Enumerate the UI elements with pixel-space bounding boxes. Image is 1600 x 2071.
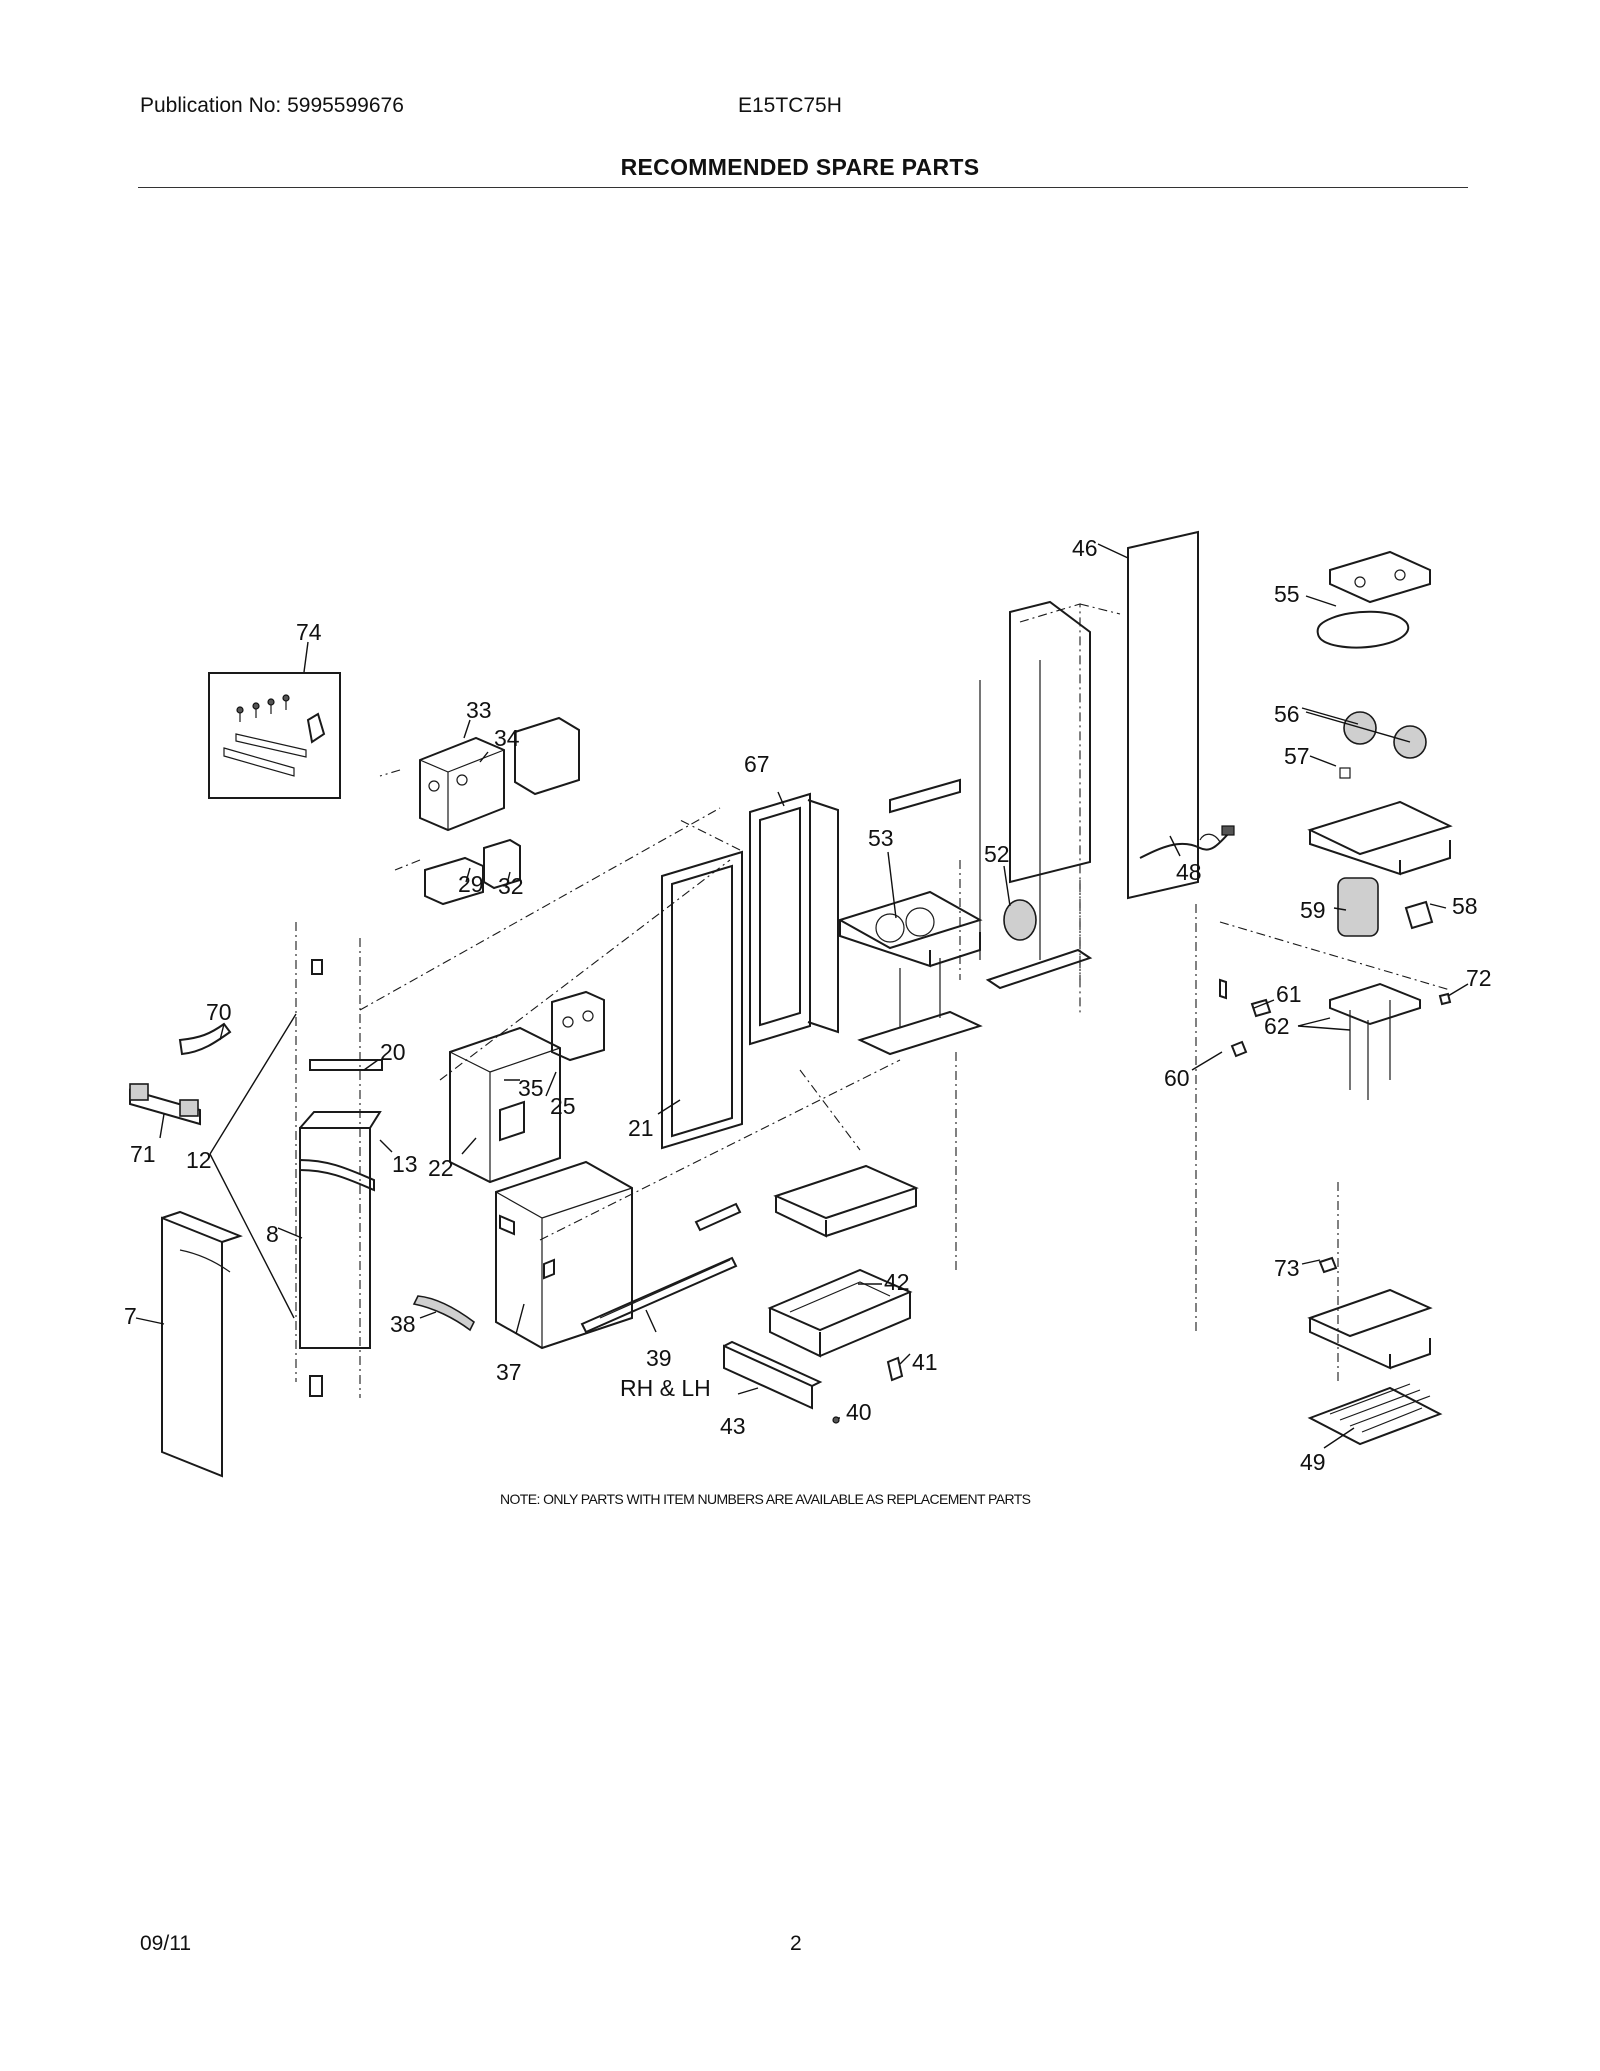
callout-12: 12 bbox=[186, 1147, 212, 1173]
callout-numbers: 74 33 34 29 32 67 53 52 48 46 55 56 57 5… bbox=[124, 535, 1492, 1475]
callout-70: 70 bbox=[206, 999, 232, 1025]
base-frame bbox=[773, 1052, 957, 1272]
callout-29: 29 bbox=[458, 871, 484, 897]
callout-21: 21 bbox=[628, 1115, 654, 1141]
callout-7: 7 bbox=[124, 1303, 137, 1329]
callout-40: 40 bbox=[846, 1399, 872, 1425]
part-71-handle bbox=[129, 1083, 201, 1126]
part-52-motor bbox=[985, 899, 1093, 990]
callout-20: 20 bbox=[380, 1039, 406, 1065]
callout-39-sides: RH & LH bbox=[620, 1375, 711, 1401]
callout-56: 56 bbox=[1274, 701, 1300, 727]
callout-48: 48 bbox=[1176, 859, 1202, 885]
callout-49: 49 bbox=[1300, 1449, 1326, 1475]
part-25-control-board bbox=[551, 990, 605, 1062]
callout-57: 57 bbox=[1284, 743, 1310, 769]
callout-37: 37 bbox=[496, 1359, 522, 1385]
callout-38: 38 bbox=[390, 1311, 416, 1337]
callout-71: 71 bbox=[130, 1141, 156, 1167]
callout-61: 61 bbox=[1276, 981, 1302, 1007]
part-8-door-panel bbox=[299, 1111, 382, 1349]
control-module-cluster bbox=[379, 716, 580, 906]
part-43-drawer-front bbox=[723, 1340, 823, 1410]
part-39-drawer-slides bbox=[580, 1202, 742, 1334]
drip-tray bbox=[1307, 1288, 1433, 1370]
right-top-assembly bbox=[1307, 550, 1453, 937]
part-49-grille bbox=[1307, 1383, 1443, 1446]
callout-13: 13 bbox=[392, 1151, 418, 1177]
callout-73: 73 bbox=[1274, 1255, 1300, 1281]
publication-date: 09/11 bbox=[140, 1932, 191, 1955]
callout-74: 74 bbox=[296, 619, 322, 645]
cabinet-frame bbox=[889, 530, 1199, 1014]
callout-46: 46 bbox=[1072, 535, 1098, 561]
part-22-control-housing bbox=[449, 1026, 561, 1184]
part-74-hardware-kit bbox=[208, 672, 341, 799]
door-hinge-rails bbox=[295, 922, 383, 1398]
part-41-clip bbox=[886, 1356, 904, 1382]
callout-39: 39 bbox=[646, 1345, 672, 1371]
model-number: E15TC75H bbox=[738, 94, 842, 117]
callout-60: 60 bbox=[1164, 1065, 1190, 1091]
part-21-gasket bbox=[661, 819, 743, 1150]
callout-33: 33 bbox=[466, 697, 492, 723]
callout-53: 53 bbox=[868, 825, 894, 851]
page-number: 2 bbox=[790, 1932, 802, 1955]
callout-67: 67 bbox=[744, 751, 770, 777]
callout-8: 8 bbox=[266, 1221, 279, 1247]
part-53-fan-assembly bbox=[837, 890, 983, 1056]
callout-32: 32 bbox=[498, 873, 524, 899]
part-7-outer-door bbox=[161, 1210, 243, 1478]
callout-22: 22 bbox=[428, 1155, 454, 1181]
leader-lines bbox=[135, 543, 1469, 1449]
callout-59: 59 bbox=[1300, 897, 1326, 923]
part-37-bin bbox=[495, 1160, 633, 1350]
assembly-guides bbox=[359, 807, 1451, 1382]
part-67-door-liner bbox=[749, 792, 839, 1046]
callout-35: 35 bbox=[518, 1075, 544, 1101]
publication-number: Publication No: 5995599676 bbox=[140, 94, 404, 117]
page-title: RECOMMENDED SPARE PARTS bbox=[620, 154, 980, 180]
callout-72: 72 bbox=[1466, 965, 1492, 991]
callout-58: 58 bbox=[1452, 893, 1478, 919]
right-mid-brackets bbox=[1219, 978, 1452, 1100]
header-rule bbox=[138, 187, 1468, 188]
callout-25: 25 bbox=[550, 1093, 576, 1119]
part-48-power-cord bbox=[1139, 825, 1235, 859]
part-38-bin-handle bbox=[412, 1295, 476, 1332]
part-42-drawer bbox=[767, 1268, 913, 1358]
callout-55: 55 bbox=[1274, 581, 1300, 607]
part-73-bracket bbox=[1318, 1256, 1338, 1274]
callout-34: 34 bbox=[494, 725, 520, 751]
part-40-screw bbox=[832, 1416, 840, 1424]
callout-41: 41 bbox=[912, 1349, 938, 1375]
callout-52: 52 bbox=[984, 841, 1010, 867]
callout-43: 43 bbox=[720, 1413, 746, 1439]
callout-62: 62 bbox=[1264, 1013, 1290, 1039]
replacement-parts-note: NOTE: ONLY PARTS WITH ITEM NUMBERS ARE A… bbox=[500, 1491, 1031, 1507]
part-70-handle-trim bbox=[178, 1022, 232, 1056]
callout-42: 42 bbox=[884, 1269, 910, 1295]
